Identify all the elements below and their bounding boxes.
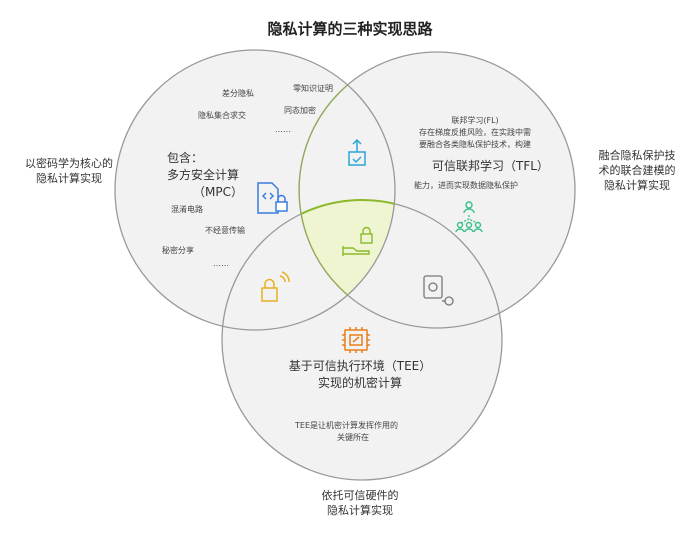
mpc-item: 同态加密	[284, 106, 316, 115]
label-line: 隐私计算实现	[36, 172, 102, 185]
network-people-icon	[455, 201, 483, 233]
hand-lock-icon	[342, 226, 373, 256]
tfl-line: 存在梯度反推风险，在实践中需	[419, 128, 531, 137]
code-file-lock-icon	[257, 182, 288, 214]
mpc-item: 隐私集合求交	[198, 111, 246, 120]
mpc-item: 不经意传输	[205, 226, 245, 235]
left-label: 以密码学为核心的 隐私计算实现	[14, 156, 124, 186]
mpc-item: 秘密分享	[162, 246, 194, 255]
label-line: 依托可信硬件的	[321, 489, 399, 502]
heading-line: 包含：	[167, 151, 204, 165]
wifi-lock-icon	[261, 271, 290, 302]
label-line: 融合隐私保护技	[598, 149, 676, 162]
label-line: 隐私计算实现	[604, 179, 670, 192]
mpc-heading: 包含： 多方安全计算 （MPC）	[167, 150, 243, 201]
heading-line: （MPC）	[193, 185, 243, 199]
label-line: 以密码学为核心的	[25, 157, 113, 170]
heading-line: 多方安全计算	[167, 168, 240, 182]
note-line: 关键所在	[337, 433, 369, 442]
tfl-line: 要融合各类隐私保护技术，构建	[419, 140, 531, 149]
tfl-line: 联邦学习(FL)	[451, 116, 499, 125]
tfl-description: 联邦学习(FL) 存在梯度反推风险，在实践中需 要融合各类隐私保护技术，构建	[400, 115, 550, 151]
tfl-tail: 能力，进而实现数据隐私保护	[414, 181, 518, 190]
chip-icon	[342, 327, 370, 353]
right-label: 融合隐私保护技 术的联合建模的 隐私计算实现	[582, 148, 692, 193]
upload-lock-icon	[348, 138, 366, 166]
tfl-heading: 可信联邦学习（TFL）	[432, 159, 549, 173]
note-line: TEE是让机密计算发挥作用的	[295, 421, 398, 430]
mpc-circle	[114, 49, 396, 331]
mpc-item: 零知识证明	[293, 84, 333, 93]
label-line: 术的联合建模的	[598, 164, 676, 177]
tee-heading: 基于可信执行环境（TEE） 实现的机密计算	[270, 358, 450, 392]
label-line: 隐私计算实现	[327, 504, 393, 517]
mpc-item: 混淆电路	[171, 205, 203, 214]
heading-line: 实现的机密计算	[317, 376, 402, 390]
hardware-safe-icon	[423, 275, 454, 306]
mpc-item: 差分隐私	[222, 89, 254, 98]
page-title: 隐私计算的三种实现思路	[267, 20, 433, 38]
heading-line: 基于可信执行环境（TEE）	[288, 359, 432, 373]
bottom-label: 依托可信硬件的 隐私计算实现	[300, 488, 420, 518]
tee-note: TEE是让机密计算发挥作用的 关键所在	[295, 420, 398, 444]
circle-fills	[115, 50, 575, 480]
mpc-item: ……	[213, 259, 229, 268]
mpc-item: ……	[275, 125, 291, 134]
